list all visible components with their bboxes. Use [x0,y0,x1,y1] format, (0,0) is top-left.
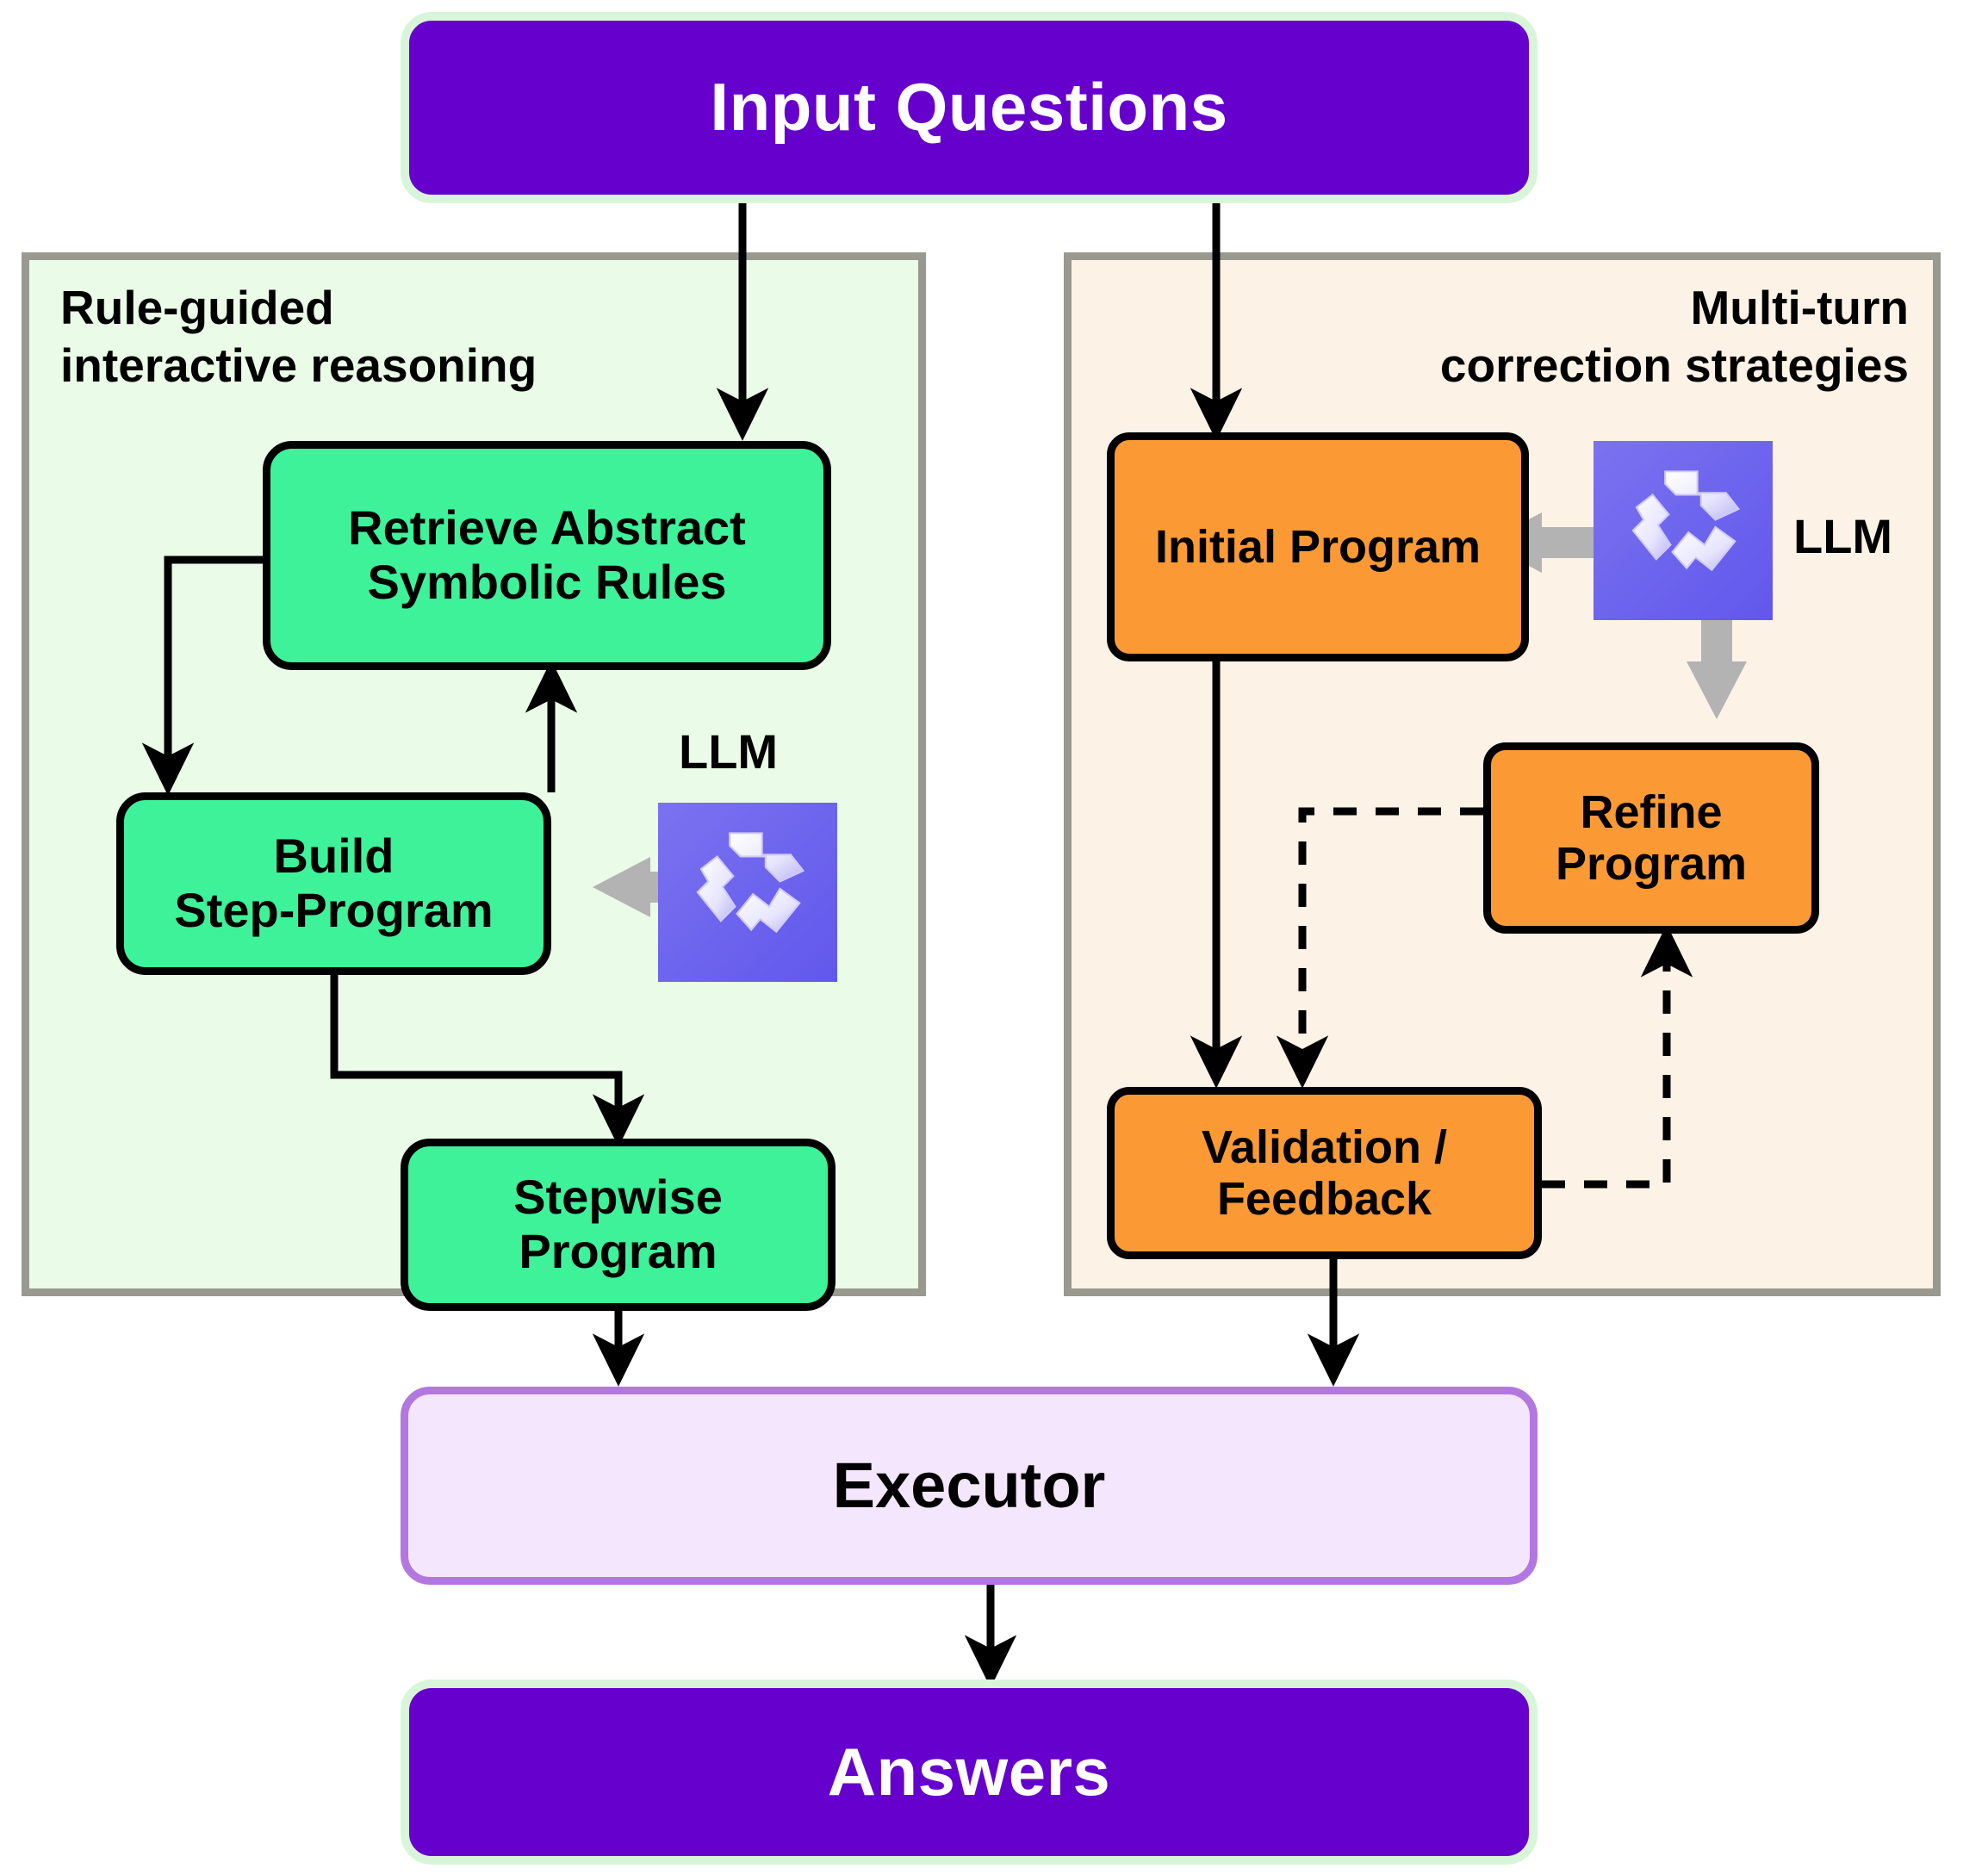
llm-badge-left: LLM [637,723,837,1008]
node-initial-program-label: Initial Program [1154,520,1482,573]
node-refine-program[interactable]: Refine Program [1483,742,1819,934]
llm-badge-right: LLM [1594,441,1955,665]
node-refine-program-label: Refine Program [1555,785,1748,890]
node-input-questions-label: Input Questions [710,69,1228,146]
node-build-step-program-label: Build Step-Program [174,829,494,937]
llm-logo-icon [658,803,837,982]
node-validation-feedback[interactable]: Validation / Feedback [1107,1087,1542,1259]
llm-label-left: LLM [679,724,779,779]
node-retrieve-abstract-symbolic-rules-label: Retrieve Abstract Symbolic Rules [348,500,746,609]
node-build-step-program[interactable]: Build Step-Program [116,792,551,975]
node-executor-label: Executor [832,1449,1106,1521]
node-input-questions[interactable]: Input Questions [401,12,1538,203]
node-retrieve-abstract-symbolic-rules[interactable]: Retrieve Abstract Symbolic Rules [263,441,831,670]
node-answers-label: Answers [827,1733,1111,1810]
panel-multi-turn-title: Multi-turn correction strategies [1439,281,1909,393]
node-stepwise-program[interactable]: Stepwise Program [401,1139,836,1311]
node-validation-feedback-label: Validation / Feedback [1201,1121,1448,1225]
node-executor[interactable]: Executor [401,1387,1538,1585]
llm-label-right: LLM [1793,509,1893,563]
node-answers[interactable]: Answers [401,1679,1538,1865]
node-stepwise-program-label: Stepwise Program [513,1170,723,1278]
panel-rule-guided-title: Rule-guided interactive reasoning [60,281,537,393]
node-initial-program[interactable]: Initial Program [1107,432,1529,661]
llm-logo-icon [1594,441,1773,620]
